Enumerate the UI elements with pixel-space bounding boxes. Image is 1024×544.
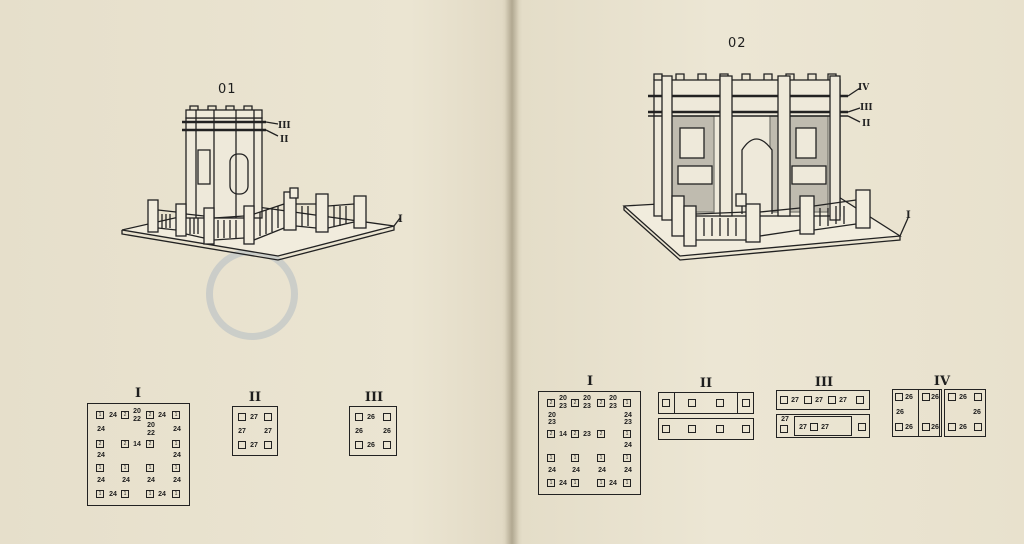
left-layer-ii-grid: 27 27 27 27 [232,406,278,456]
left-layer-i-grid: 1 24 2 20 22 2 24 1 24 20 22 24 2 24 2 1… [87,403,190,506]
gatehouse-02-drawing: IV III II I [622,73,911,261]
model-02-mark-iv: IV [858,83,870,93]
right-layer-i-title: I [586,374,594,389]
model-02-mark-i: I [906,210,911,221]
right-layer-ii-title: II [699,376,713,391]
model-label-01: 01 [218,82,237,97]
right-page: 02 IV [512,0,1024,544]
model-01-mark-iii: III [278,121,291,131]
model-01-mark-ii: II [280,135,288,145]
right-layer-iii-title: III [814,375,834,390]
right-layer-ii-planks [658,392,754,440]
left-layer-i-title: I [134,386,142,401]
right-layer-iii-planks: 27 27 27 27 27 27 [776,390,872,440]
right-layer-i-grid: 2 20 23 2 20 23 2 20 23 1 20 23 24 23 2 … [538,391,641,495]
model-label-02: 02 [728,36,747,51]
left-page: 01 III [87,82,403,506]
page-fold [505,0,519,544]
left-layer-ii-title: II [248,390,262,405]
model-01-mark-i: I [398,214,403,225]
model-02-mark-ii: II [862,119,870,129]
left-layer-iii-title: III [364,390,384,405]
left-layer-iii-grid: 26 26 26 26 [349,406,397,456]
right-layer-iv-title: IV [933,374,951,389]
right-layer-iv-planks: 26 26 26 26 26 26 26 26 [892,389,988,437]
tower-01-drawing: III II I [121,105,403,261]
model-02-mark-iii: III [860,103,873,113]
